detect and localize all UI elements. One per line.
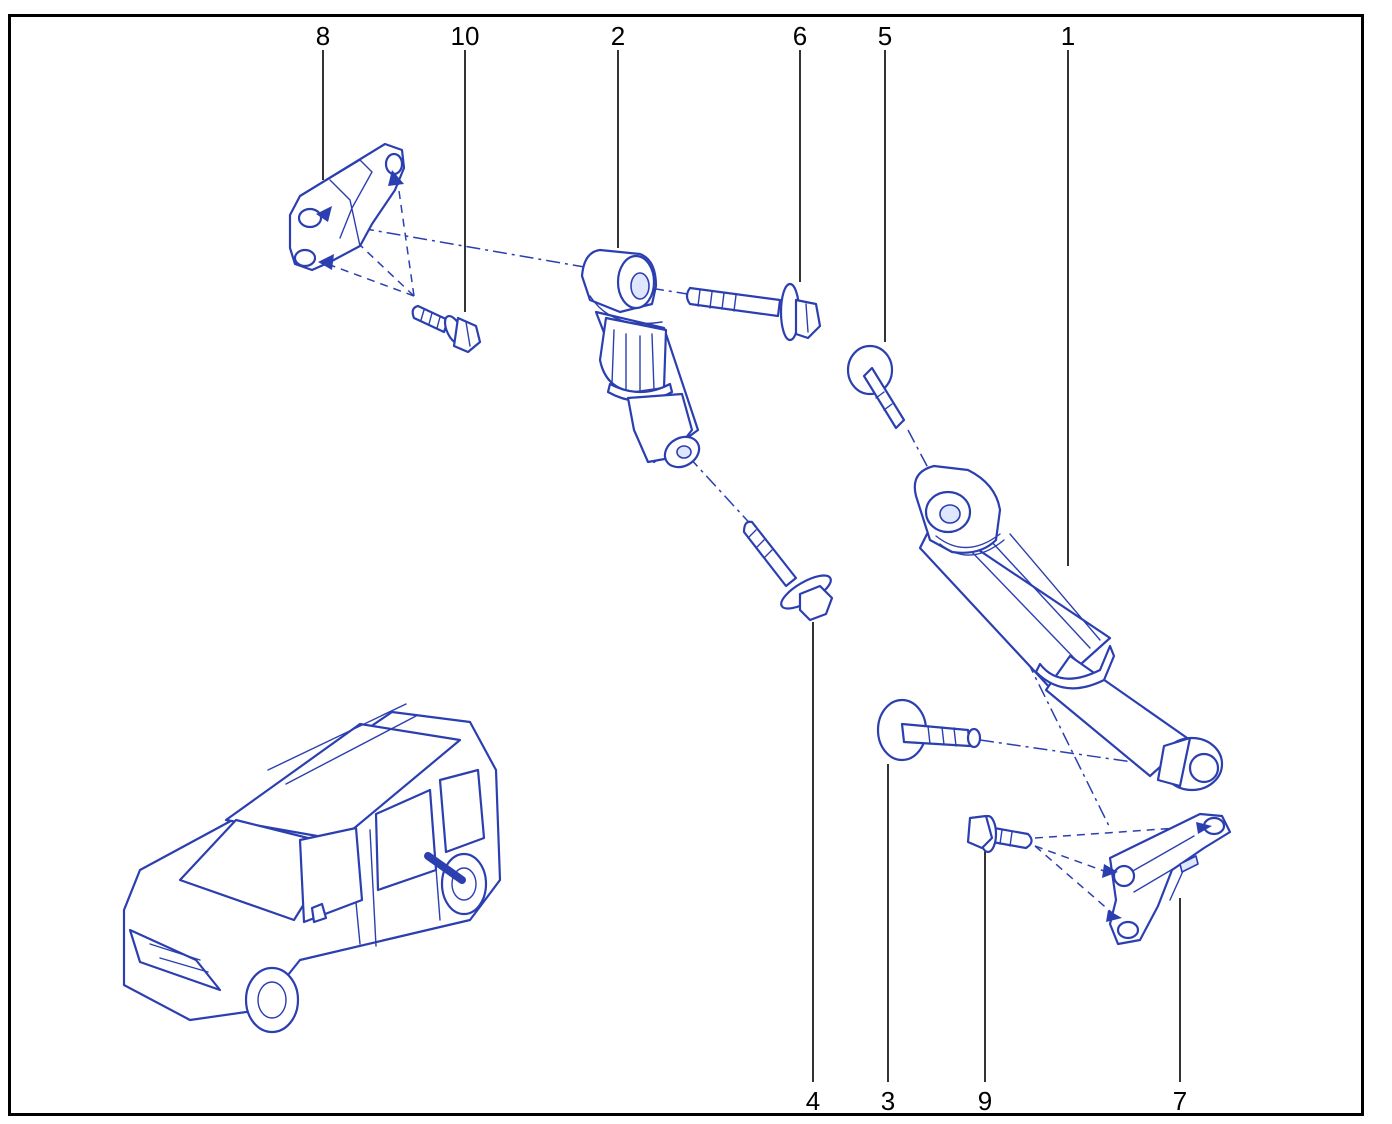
vehicle-locator-illustration [122, 703, 502, 1034]
callout-6: 6 [793, 21, 807, 51]
callout-1: 1 [1061, 21, 1075, 51]
lower-mounting-bracket [1102, 812, 1232, 946]
bolt-4 [742, 520, 834, 622]
upper-mounting-bracket [288, 142, 406, 272]
callout-labels: 8 10 2 6 5 1 4 3 9 7 [316, 21, 1187, 1116]
callout-3: 3 [881, 1086, 895, 1116]
callout-8: 8 [316, 21, 330, 51]
bolt-10 [411, 304, 482, 354]
shock-absorber-1 [913, 464, 1224, 792]
callout-9: 9 [978, 1086, 992, 1116]
callout-2: 2 [611, 21, 625, 51]
bolt-9 [966, 814, 1033, 854]
pin-5 [846, 344, 906, 430]
bolt-6 [685, 282, 822, 342]
callout-10: 10 [451, 21, 480, 51]
pin-3 [876, 698, 982, 762]
leader-lines [322, 50, 1181, 1082]
shock-absorber-2 [580, 248, 701, 469]
callout-7: 7 [1173, 1086, 1187, 1116]
callout-4: 4 [806, 1086, 820, 1116]
callout-5: 5 [878, 21, 892, 51]
